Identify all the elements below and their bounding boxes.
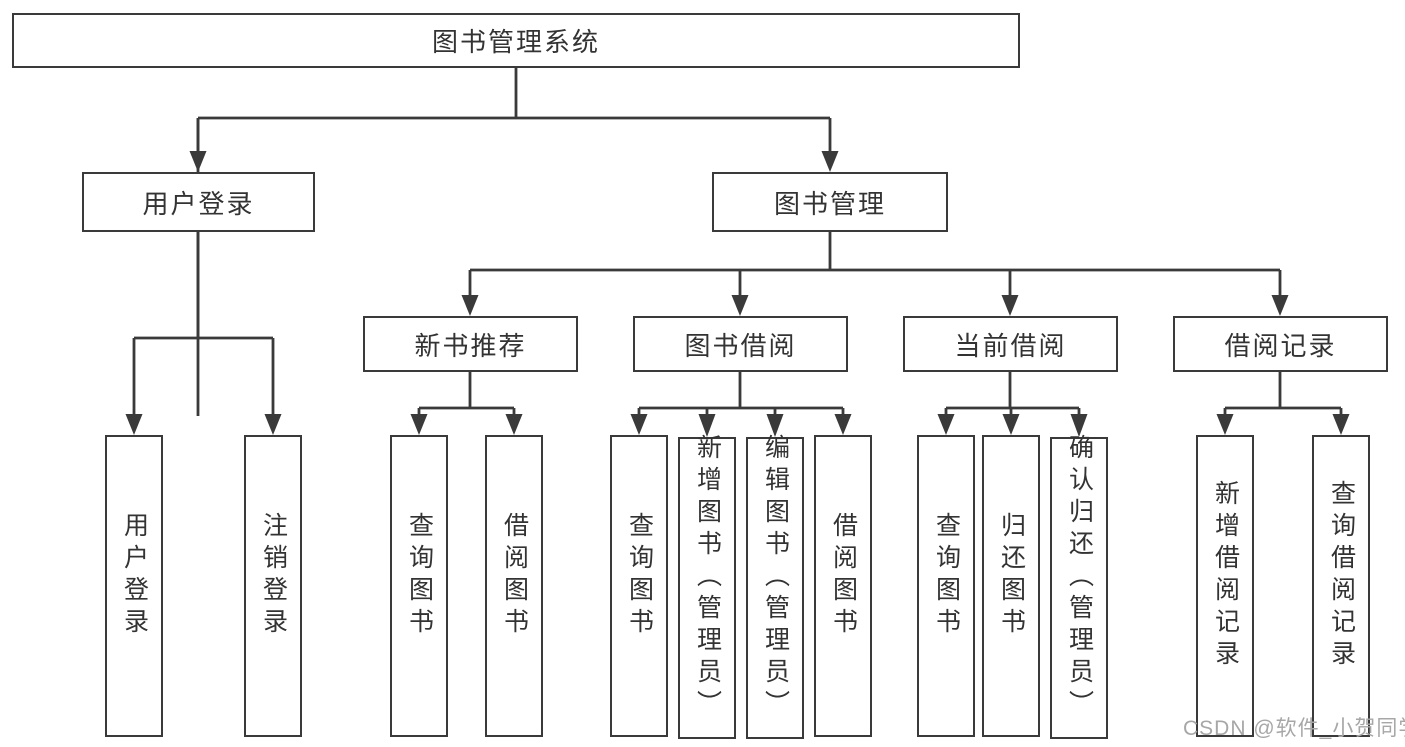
- leaf-label: 借阅图书: [829, 512, 858, 640]
- leaf-label: 编辑图书（管理员）: [761, 434, 790, 722]
- leaf-query-books-current: 查询图书: [917, 435, 975, 737]
- node-label: 用户登录: [142, 188, 255, 219]
- connector-book-mgmt-to-level3: [461, 232, 1289, 316]
- node-user-login: 用户登录: [82, 172, 315, 232]
- csdn-watermark: CSDN @软件_小贺同学: [1183, 717, 1405, 740]
- connector-current-borrow-to-leaves: [937, 372, 1088, 437]
- node-label: 图书管理系统: [431, 27, 600, 57]
- leaf-label: 新增借阅记录: [1211, 480, 1240, 672]
- node-new-book-recommend: 新书推荐: [363, 316, 578, 372]
- leaf-label: 用户登录: [120, 512, 149, 640]
- leaf-label: 借阅图书: [500, 512, 529, 640]
- node-book-management: 图书管理: [712, 172, 948, 232]
- connector-new-book-to-leaves: [410, 372, 523, 435]
- connector-book-borrow-to-leaves: [630, 372, 852, 437]
- node-label: 图书借阅: [684, 330, 797, 361]
- leaf-query-borrow-record: 查询借阅记录: [1312, 435, 1370, 737]
- node-label: 新书推荐: [414, 330, 527, 361]
- leaf-label: 注销登录: [259, 512, 288, 640]
- leaf-add-borrow-record: 新增借阅记录: [1196, 435, 1254, 737]
- leaf-borrow-books-borrowing: 借阅图书: [814, 435, 872, 737]
- leaf-label: 确认归还（管理员）: [1065, 434, 1094, 722]
- node-current-borrowing: 当前借阅: [903, 316, 1118, 372]
- leaf-label: 归还图书: [997, 512, 1026, 640]
- leaf-add-books-admin: 新增图书（管理员）: [678, 434, 736, 739]
- connector-borrow-records-to-leaves: [1216, 372, 1350, 435]
- node-borrowing-records: 借阅记录: [1173, 316, 1388, 372]
- leaf-label: 查询图书: [625, 512, 654, 640]
- leaf-label: 查询图书: [405, 512, 434, 640]
- leaf-label: 新增图书（管理员）: [693, 434, 722, 722]
- leaf-return-books: 归还图书: [982, 435, 1040, 737]
- node-book-borrowing: 图书借阅: [633, 316, 848, 372]
- node-library-management-system: 图书管理系统: [12, 13, 1020, 68]
- leaf-query-books-recommend: 查询图书: [390, 435, 448, 737]
- node-label: 当前借阅: [954, 330, 1067, 361]
- connector-user-login-to-leaves: [125, 232, 282, 435]
- leaf-borrow-books-recommend: 借阅图书: [485, 435, 543, 737]
- leaf-logout-login: 注销登录: [244, 435, 302, 737]
- leaf-label: 查询借阅记录: [1327, 480, 1356, 672]
- leaf-edit-books-admin: 编辑图书（管理员）: [746, 434, 804, 739]
- node-label: 借阅记录: [1224, 330, 1337, 361]
- leaf-confirm-return-admin: 确认归还（管理员）: [1050, 434, 1108, 739]
- node-label: 图书管理: [773, 188, 886, 219]
- leaf-label: 查询图书: [932, 512, 961, 640]
- leaf-query-books-borrowing: 查询图书: [610, 435, 668, 737]
- leaf-user-login: 用户登录: [105, 435, 163, 737]
